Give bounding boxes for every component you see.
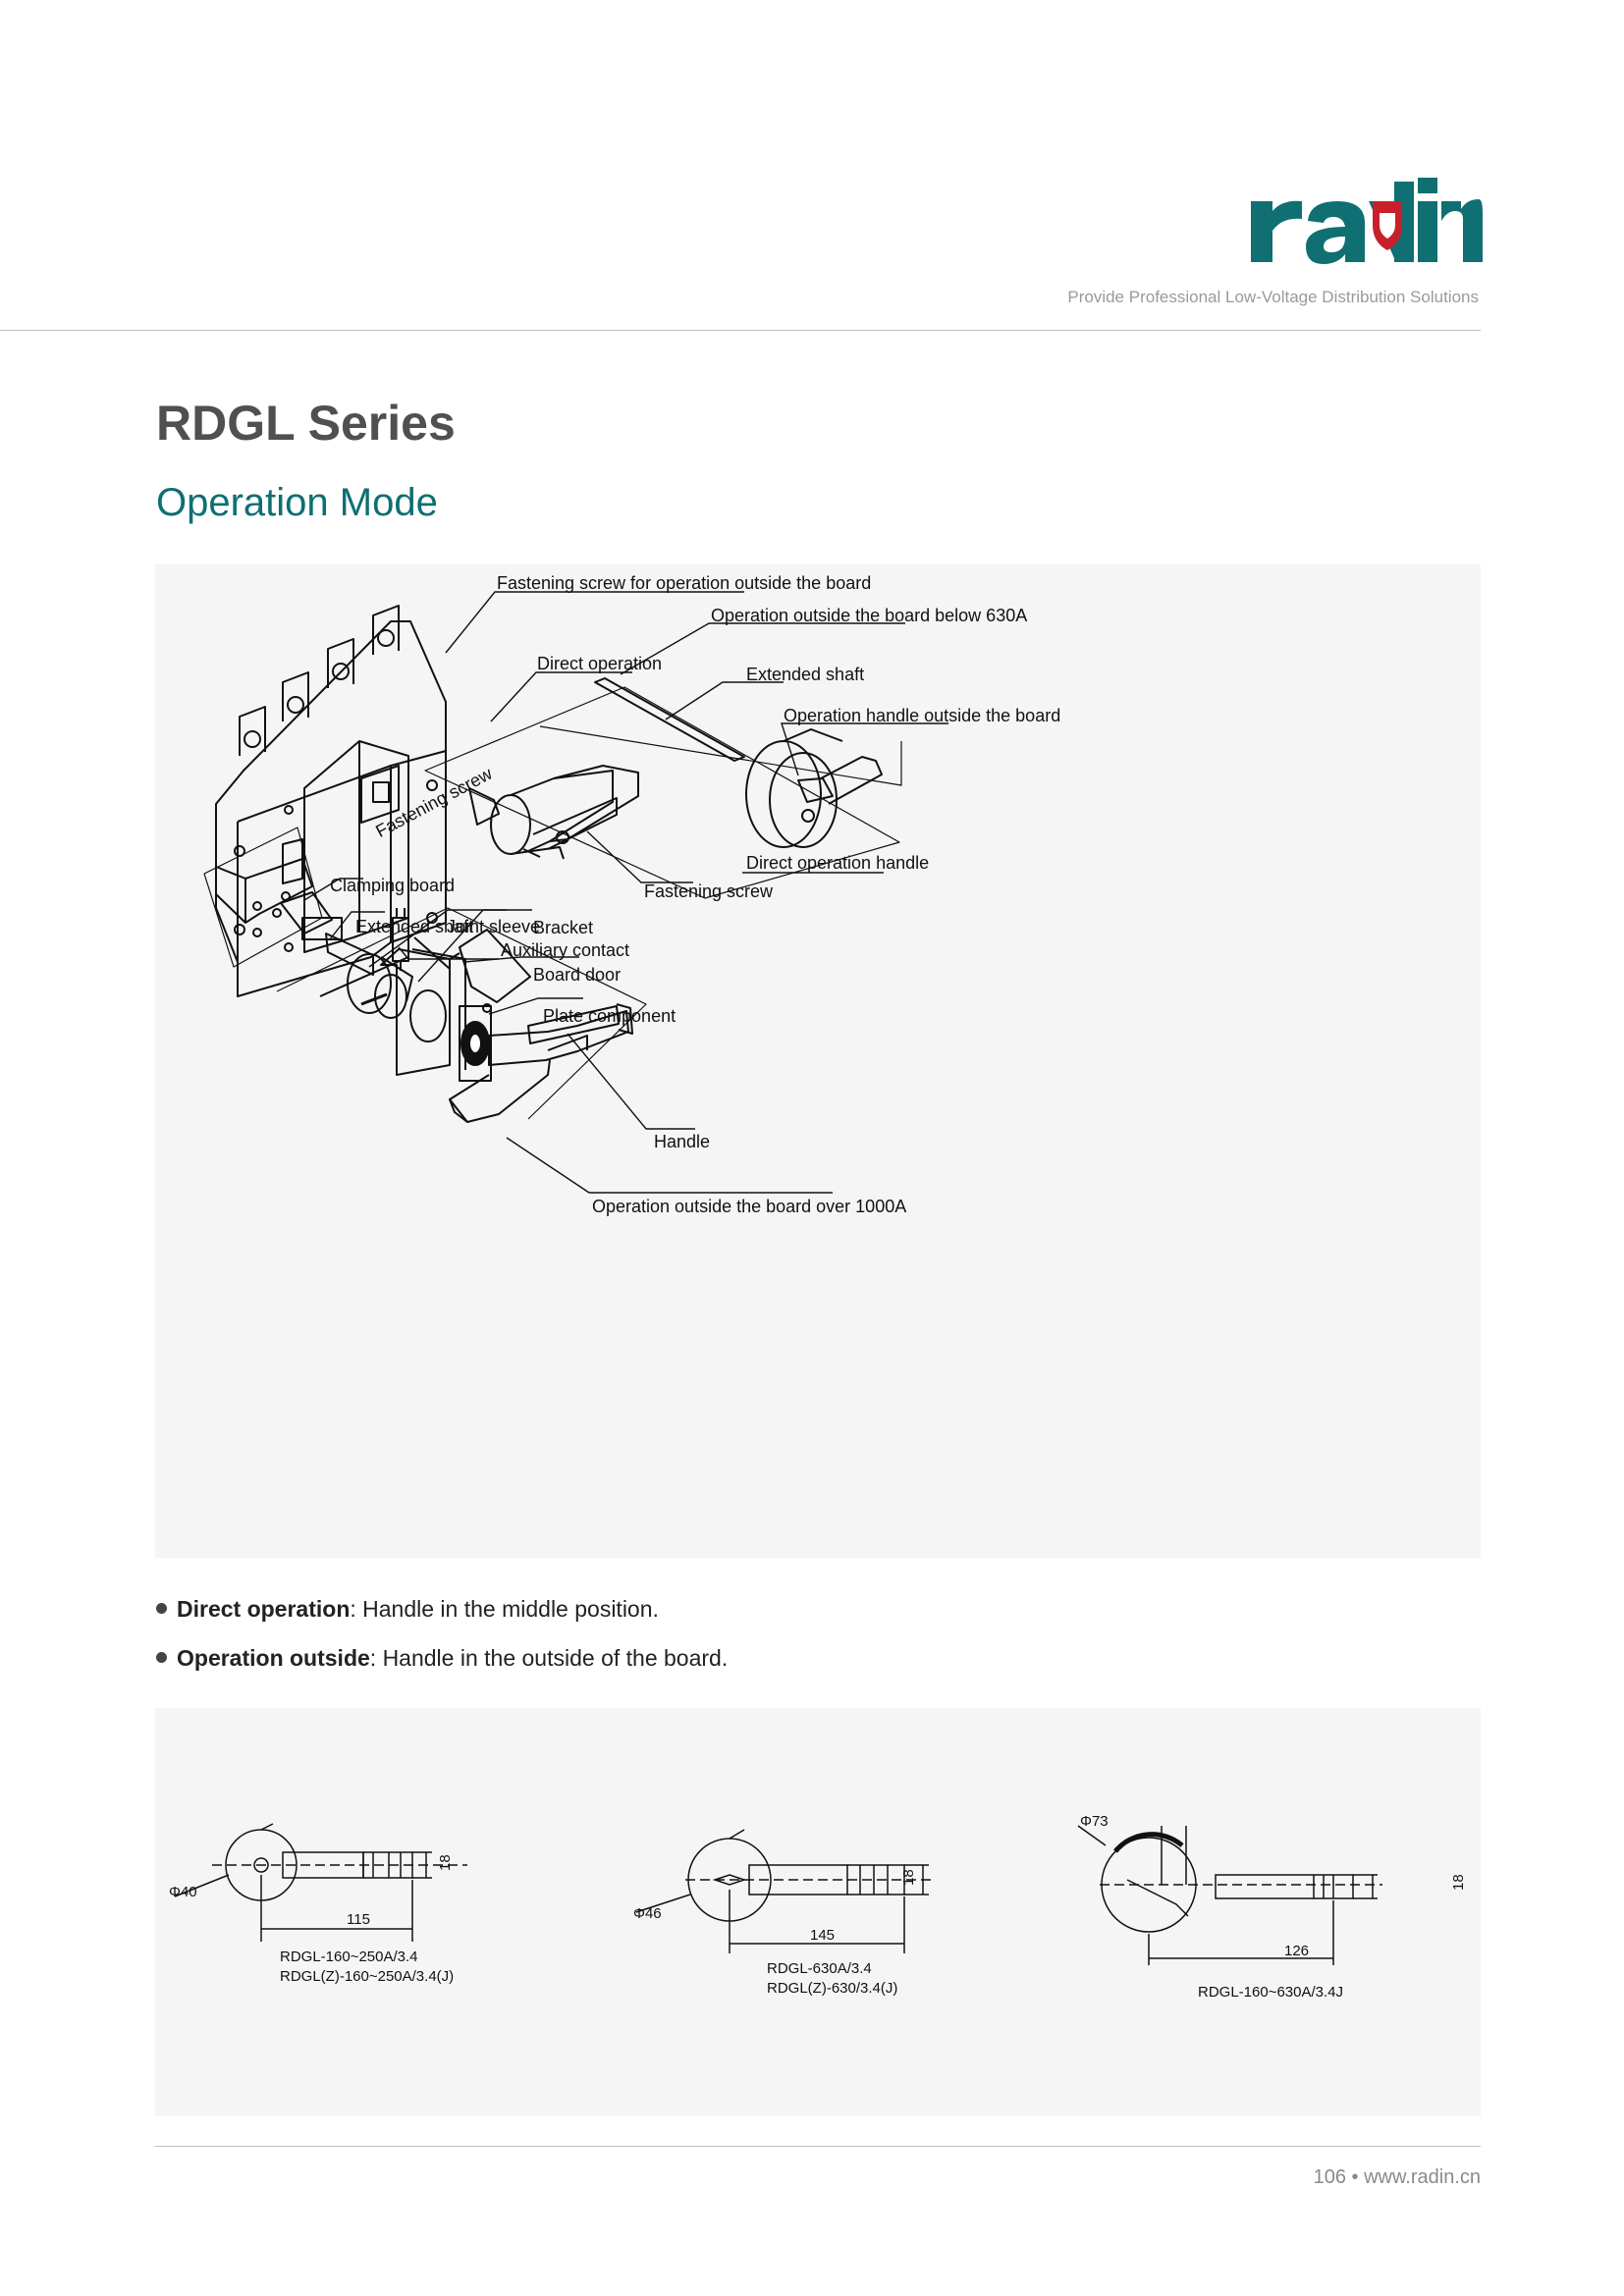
label-direct-operation-handle: Direct operation handle [746,853,929,873]
label-bracket: Bracket [533,918,593,937]
tagline: Provide Professional Low-Voltage Distrib… [1067,288,1479,306]
label-plate-component: Plate component [543,1006,676,1026]
label-extended-shaft-bottom: Extended shaft [355,917,473,936]
bullet-dot [156,1652,167,1664]
direct-operation-handle-drawing [468,765,639,860]
bullet-direct-operation: Direct operation: Handle in the middle p… [156,1596,659,1623]
bullet-label: Direct operation [177,1596,351,1622]
dim2-model-2: RDGL(Z)-630/3.4(J) [767,1980,897,1997]
bullet-operation-outside: Operation outside: Handle in the outside… [156,1645,728,1672]
label-clamping-board: Clamping board [330,876,455,895]
extended-shaft-drawing [594,677,745,762]
label-auxiliary-contact: Auxiliary contact [501,940,629,960]
section-title: Operation Mode [156,481,438,524]
dimension-drawing-2 [635,1829,931,1953]
dim1-model-2: RDGL(Z)-160~250A/3.4(J) [280,1968,454,1985]
label-outside-below-630a: Operation outside the board below 630A [711,606,1027,625]
label-joint-sleeve: Joint sleeve [447,917,540,936]
dim3-height: 18 [1450,1874,1467,1891]
dim2-diameter: Φ46 [633,1905,662,1922]
handle-dimension-drawings: Φ40 115 18 RDGL-160~250A/3.4 RDGL(Z)-160… [169,1813,1467,2001]
outside-handle-drawing [745,728,883,848]
dim3-diameter: Φ73 [1080,1813,1109,1830]
dim2-height: 18 [900,1869,917,1886]
label-direct-operation: Direct operation [537,654,662,673]
handle-dimensions-panel: Φ40 115 18 RDGL-160~250A/3.4 RDGL(Z)-160… [155,1708,1481,2116]
label-fastening-screw-outside: Fastening screw for operation outside th… [497,573,871,593]
bullet-text: : Handle in the middle position. [350,1596,659,1622]
header-divider [0,330,1481,331]
bullet-dot [156,1603,167,1615]
footer-divider [155,2146,1481,2147]
bullet-label: Operation outside [177,1645,370,1671]
exploded-assembly-diagram: Fastening screw for operation outside th… [203,573,1060,1216]
dim3-length: 126 [1284,1943,1309,1959]
bullet-text: : Handle in the outside of the board. [369,1645,729,1671]
label-fastening-screw-mid: Fastening screw [644,881,774,901]
radin-logo [1251,178,1483,264]
auxiliary-contact-drawing [319,908,451,997]
plate-component-drawing [459,1003,492,1082]
label-handle: Handle [654,1132,710,1151]
dim1-length: 115 [347,1911,370,1928]
label-outside-over-1000a: Operation outside the board over 1000A [592,1197,906,1216]
label-board-door: Board door [533,965,621,985]
label-extended-shaft-top: Extended shaft [746,665,864,684]
dim1-diameter: Φ40 [169,1884,197,1900]
page-footer: 106 • www.radin.cn [1313,2166,1481,2188]
dimension-drawing-3 [1077,1825,1382,1965]
dim1-model-1: RDGL-160~250A/3.4 [280,1949,418,1965]
label-operation-handle-outside: Operation handle outside the board [784,706,1060,725]
board-door-drawing [459,929,531,1003]
bottom-handle-drawing [449,1003,633,1123]
dim3-model-1: RDGL-160~630A/3.4J [1198,1984,1343,2001]
dim1-height: 18 [437,1854,454,1871]
dim2-length: 145 [810,1927,835,1944]
operation-mode-diagram-panel: Fastening screw for operation outside th… [155,564,1481,1558]
series-title: RDGL Series [156,396,456,451]
clamping-board-drawing [215,858,374,976]
dim2-model-1: RDGL-630A/3.4 [767,1960,872,1977]
dimension-drawing-1 [174,1823,467,1942]
